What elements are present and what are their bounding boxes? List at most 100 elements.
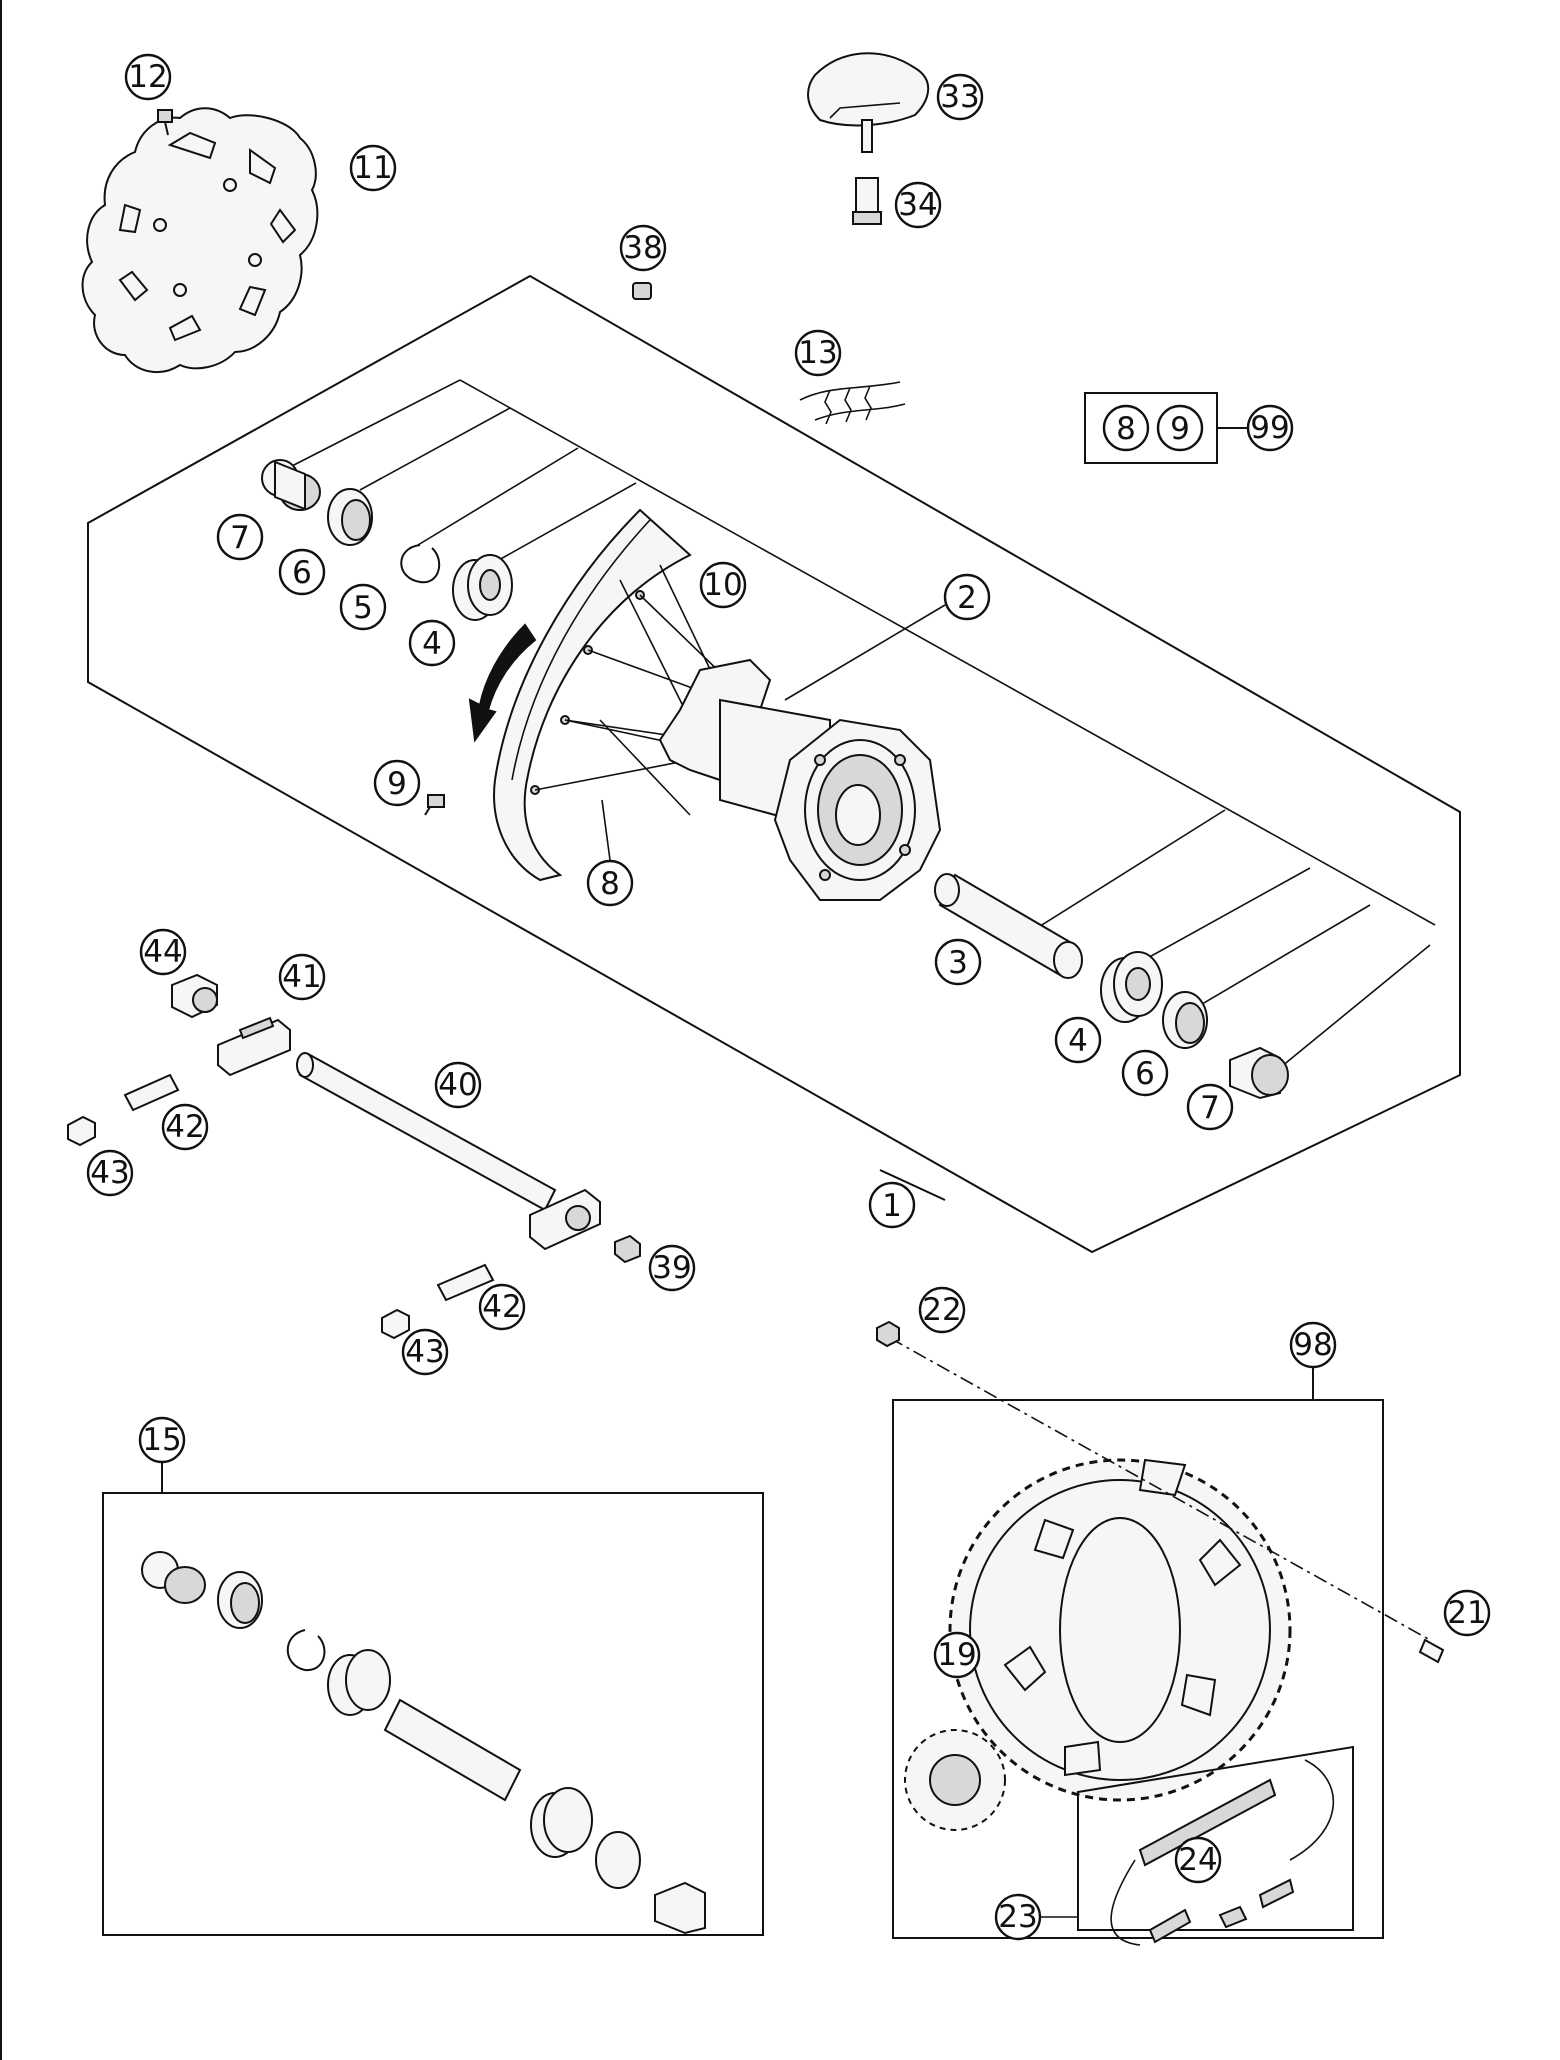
bleed-valve-cap xyxy=(807,52,930,153)
part-label-24: 24 xyxy=(1174,1836,1222,1884)
adjuster-nut-right xyxy=(381,1308,410,1340)
axle xyxy=(296,1052,601,1251)
chain-box xyxy=(1077,1745,1354,1931)
part-label-34: 34 xyxy=(894,181,942,229)
svg-text:8: 8 xyxy=(600,866,620,902)
svg-text:10: 10 xyxy=(703,567,742,603)
svg-text:15: 15 xyxy=(142,1422,181,1458)
svg-text:3: 3 xyxy=(948,945,968,981)
part-label-7a: 7 xyxy=(216,513,264,561)
adjuster-screw-left xyxy=(123,1073,180,1112)
svg-text:19: 19 xyxy=(937,1637,976,1673)
sprocket-bolt xyxy=(1418,1638,1445,1664)
part-label-13: 13 xyxy=(794,329,842,377)
bearing-left xyxy=(452,554,513,621)
kit-label-9: 9 xyxy=(1156,404,1204,452)
svg-text:34: 34 xyxy=(898,187,937,223)
front-sprocket xyxy=(904,1729,1006,1831)
circlip xyxy=(400,544,441,584)
part-label-43b: 43 xyxy=(401,1328,449,1376)
bearing-right xyxy=(1100,951,1163,1023)
wheel-assembly-frame xyxy=(87,274,1461,1254)
part-label-43a: 43 xyxy=(86,1149,134,1197)
part-label-40: 40 xyxy=(434,1061,482,1109)
svg-text:7: 7 xyxy=(230,520,250,556)
hub xyxy=(658,658,942,901)
kit-label-8: 8 xyxy=(1102,404,1150,452)
part-label-41: 41 xyxy=(278,953,326,1001)
svg-text:24: 24 xyxy=(1178,1842,1217,1878)
spoke-nipple xyxy=(424,794,445,816)
svg-text:42: 42 xyxy=(482,1289,521,1325)
svg-text:40: 40 xyxy=(438,1067,477,1103)
svg-text:98: 98 xyxy=(1293,1327,1332,1363)
part-label-1: 1 xyxy=(868,1181,916,1229)
brake-disc xyxy=(81,107,319,373)
spacer-left xyxy=(261,459,321,511)
part-label-3: 3 xyxy=(934,938,982,986)
svg-text:6: 6 xyxy=(292,555,312,591)
svg-text:43: 43 xyxy=(405,1334,444,1370)
rear-sprocket xyxy=(948,1458,1292,1802)
part-label-6b: 6 xyxy=(1121,1049,1169,1097)
svg-text:6: 6 xyxy=(1135,1056,1155,1092)
svg-text:33: 33 xyxy=(940,79,979,115)
part-label-10: 10 xyxy=(699,561,747,609)
svg-text:41: 41 xyxy=(282,959,321,995)
svg-text:99: 99 xyxy=(1250,410,1289,446)
svg-text:13: 13 xyxy=(798,335,837,371)
svg-text:9: 9 xyxy=(387,766,407,802)
svg-text:38: 38 xyxy=(623,230,662,266)
part-label-8: 8 xyxy=(586,859,634,907)
sprocket-nut xyxy=(876,1320,900,1348)
svg-text:22: 22 xyxy=(922,1292,961,1328)
disc-bolt xyxy=(157,109,173,136)
part-label-4b: 4 xyxy=(1054,1016,1102,1064)
spacer-right xyxy=(1229,1046,1289,1100)
part-label-5: 5 xyxy=(339,583,387,631)
part-label-6a: 6 xyxy=(278,548,326,596)
svg-text:4: 4 xyxy=(422,626,442,662)
leader-lines-left xyxy=(289,379,1436,1081)
svg-text:9: 9 xyxy=(1170,411,1190,447)
part-label-99: 99 xyxy=(1246,404,1294,452)
bleed-valve xyxy=(852,177,882,225)
svg-text:42: 42 xyxy=(165,1109,204,1145)
bearing-kit-box xyxy=(102,1492,764,1936)
part-label-4a: 4 xyxy=(408,619,456,667)
svg-text:8: 8 xyxy=(1116,411,1136,447)
part-label-2: 2 xyxy=(943,573,991,621)
chain-master-link xyxy=(1218,1905,1248,1929)
chain-adjuster-left xyxy=(217,1016,291,1077)
axle-sleeve xyxy=(934,873,1083,979)
bearing-kit-parts xyxy=(141,1551,706,1935)
chain xyxy=(1110,1759,1335,1946)
svg-text:44: 44 xyxy=(143,934,182,970)
spoke xyxy=(799,381,906,425)
part-label-42a: 42 xyxy=(161,1103,209,1151)
part-label-19: 19 xyxy=(933,1631,981,1679)
axle-clamp-bolt xyxy=(614,1234,641,1264)
svg-text:1: 1 xyxy=(882,1188,902,1224)
svg-text:43: 43 xyxy=(90,1155,129,1191)
sprocket-kit-box xyxy=(892,1399,1384,1939)
svg-text:23: 23 xyxy=(998,1899,1037,1935)
part-label-7b: 7 xyxy=(1186,1083,1234,1131)
svg-text:12: 12 xyxy=(128,59,167,95)
svg-text:7: 7 xyxy=(1200,1090,1220,1126)
part-label-9: 9 xyxy=(373,759,421,807)
rim xyxy=(493,508,692,882)
part-label-42b: 42 xyxy=(478,1283,526,1331)
part-label-15: 15 xyxy=(138,1416,186,1464)
rotation-direction-arrow xyxy=(468,623,537,743)
part-label-33: 33 xyxy=(936,73,984,121)
svg-text:5: 5 xyxy=(353,590,373,626)
svg-text:11: 11 xyxy=(353,150,392,186)
svg-text:2: 2 xyxy=(957,580,977,616)
axle-nut xyxy=(171,973,218,1019)
part-label-22: 22 xyxy=(918,1286,966,1334)
part-label-98: 98 xyxy=(1289,1321,1337,1369)
part-label-21: 21 xyxy=(1443,1589,1491,1637)
svg-text:39: 39 xyxy=(652,1250,691,1286)
